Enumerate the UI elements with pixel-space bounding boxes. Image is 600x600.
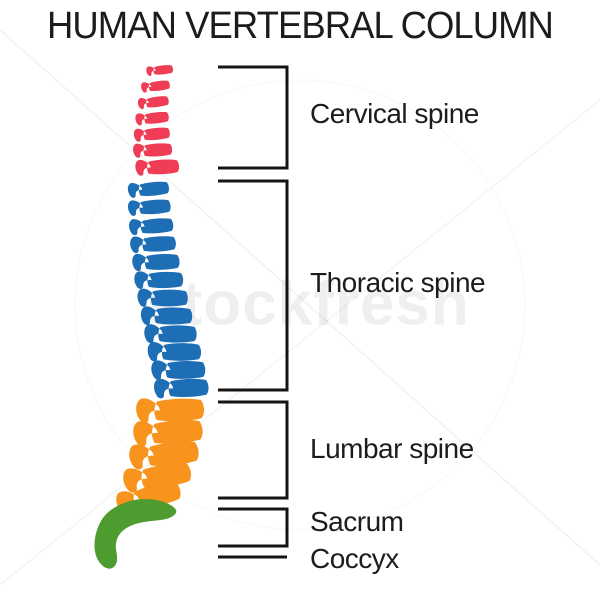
thoracic-vertebra: [153, 377, 209, 399]
cervical-vertebra: [133, 125, 171, 143]
thoracic-vertebra: [127, 179, 170, 199]
thoracic-vertebra: [129, 234, 177, 254]
cervical-vertebra: [132, 141, 173, 159]
cervical-bracket: [218, 65, 289, 170]
page-title: HUMAN VERTEBRAL COLUMN: [47, 5, 554, 47]
cervical-vertebra: [145, 63, 174, 77]
lumbar-vertebra: [135, 396, 205, 424]
cervical-vertebra: [140, 79, 171, 94]
thoracic-vertebra: [131, 252, 180, 272]
label-thoracic-spine: Thoracic spine: [310, 267, 486, 298]
thoracic-vertebra: [134, 270, 184, 290]
sacrum-coccyx-shape: [94, 498, 177, 569]
label-sacrum: Sacrum: [310, 506, 404, 537]
thoracic-vertebra: [137, 288, 188, 307]
label-lumbar-spine: Lumbar spine: [310, 433, 474, 464]
thoracic-vertebra: [127, 197, 172, 217]
label-coccyx: Coccyx: [310, 543, 399, 574]
brackets: [218, 65, 289, 559]
label-cervical-spine: Cervical spine: [310, 98, 479, 129]
thoracic-vertebra: [151, 359, 206, 381]
watermark-diagonal-line: [0, 29, 600, 566]
cervical-vertebra: [134, 110, 170, 126]
watermark-lines: [0, 29, 600, 586]
thoracic-vertebra: [140, 306, 193, 325]
thoracic-vertebra: [144, 324, 197, 344]
lumbar-bracket: [218, 400, 289, 500]
cervical-vertebra: [134, 157, 180, 176]
watermark-text: stockfresh: [146, 269, 470, 340]
spine-vertebrae: [114, 63, 209, 517]
thoracic-vertebra: [128, 216, 174, 236]
sacrum-bracket: [218, 507, 289, 548]
watermark-diagonal-line: [0, 99, 600, 586]
thoracic-vertebra: [147, 341, 202, 362]
cervical-vertebra: [137, 94, 170, 110]
thoracic-bracket: [218, 179, 289, 392]
